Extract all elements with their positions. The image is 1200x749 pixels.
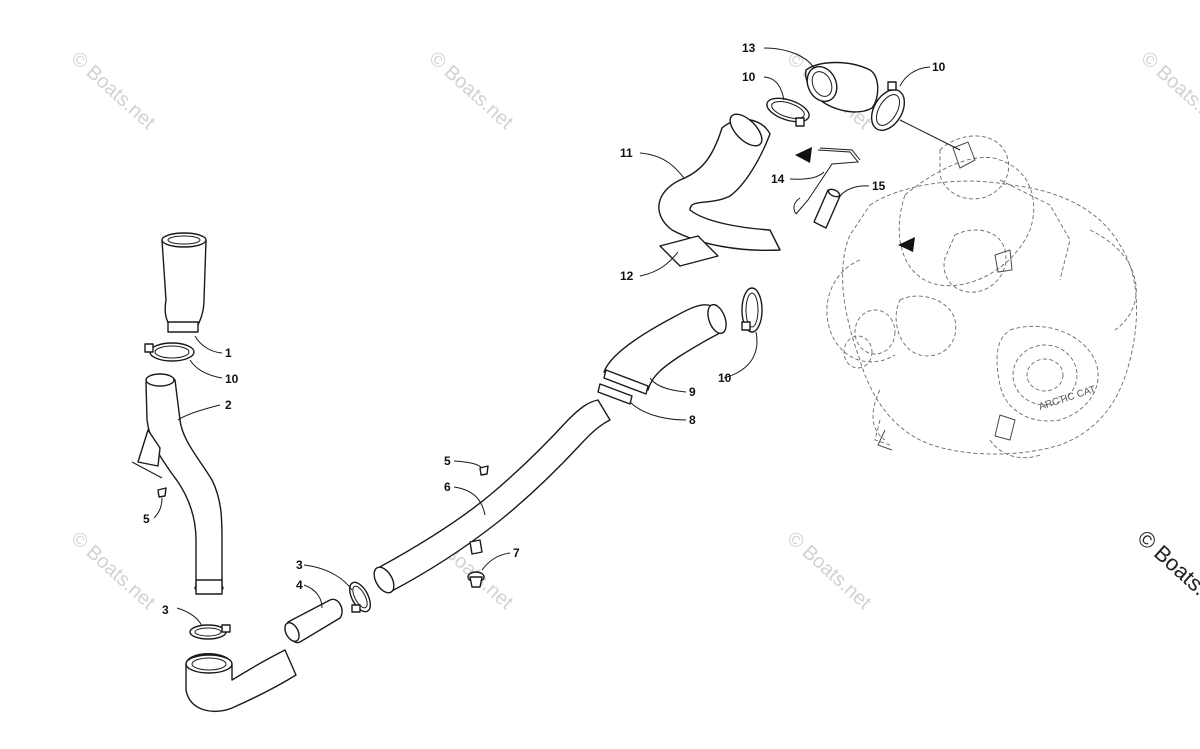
callouts: 1 2 3 3 4 5 5 6 7 8 9 10 10 10 10 11 12 … [143, 41, 946, 617]
connector-line [899, 119, 961, 151]
watermark: © Boats.net [67, 47, 160, 134]
callout-5: 5 [444, 454, 451, 468]
callout-3: 3 [162, 603, 169, 617]
watermarks: © Boats.net © Boats.net © Boats.net © Bo… [67, 47, 1200, 620]
part-clamp [870, 81, 906, 131]
callout-15: 15 [872, 179, 886, 193]
part-clamp [766, 97, 810, 127]
part-duct-2 [131, 373, 224, 595]
leader-lines [153, 47, 931, 627]
callout-2: 2 [225, 398, 232, 412]
part-top-hose [658, 113, 781, 252]
watermark: © Boats.net [67, 527, 160, 614]
callout-10: 10 [718, 371, 732, 385]
callout-1: 1 [225, 346, 232, 360]
callout-14: 14 [771, 172, 785, 186]
part-push-rivet [467, 571, 485, 588]
part-clamp [189, 624, 231, 640]
engine-logo: ARCTIC CAT [1038, 384, 1098, 413]
part-screw [157, 487, 167, 498]
part-clamp [741, 287, 763, 333]
part-band [597, 383, 633, 405]
part-screw [479, 465, 489, 476]
callout-11: 11 [620, 146, 633, 160]
callout-13: 13 [742, 41, 756, 55]
part-coupler-hose [284, 598, 343, 644]
callout-9: 9 [689, 385, 696, 399]
part-small-hose [813, 188, 841, 229]
part-wire-bracket [793, 147, 861, 215]
callout-7: 7 [513, 546, 520, 560]
callout-10: 10 [225, 372, 239, 386]
part-intake-funnel [161, 232, 207, 333]
callout-3: 3 [296, 558, 303, 572]
callout-10: 10 [742, 70, 756, 84]
callout-8: 8 [689, 413, 696, 427]
watermark: © Boats.net [783, 527, 876, 614]
part-clamp [348, 581, 372, 613]
part-elbow-hose [185, 649, 297, 713]
part-clamp [144, 342, 195, 362]
part-elbow-boot [805, 61, 879, 113]
callout-4: 4 [296, 578, 303, 592]
watermark: © Boats.net [425, 47, 518, 134]
direction-arrow [898, 237, 915, 252]
part-label-plate [659, 235, 719, 267]
callout-5: 5 [143, 512, 150, 526]
watermark-edge: © Boats.net [1133, 525, 1200, 621]
callout-12: 12 [620, 269, 634, 283]
callout-10: 10 [932, 60, 946, 74]
part-long-duct [373, 399, 611, 594]
part-upper-duct [603, 303, 727, 395]
callout-6: 6 [444, 480, 451, 494]
watermark: © Boats.net [1137, 47, 1200, 134]
direction-arrow [795, 147, 812, 163]
